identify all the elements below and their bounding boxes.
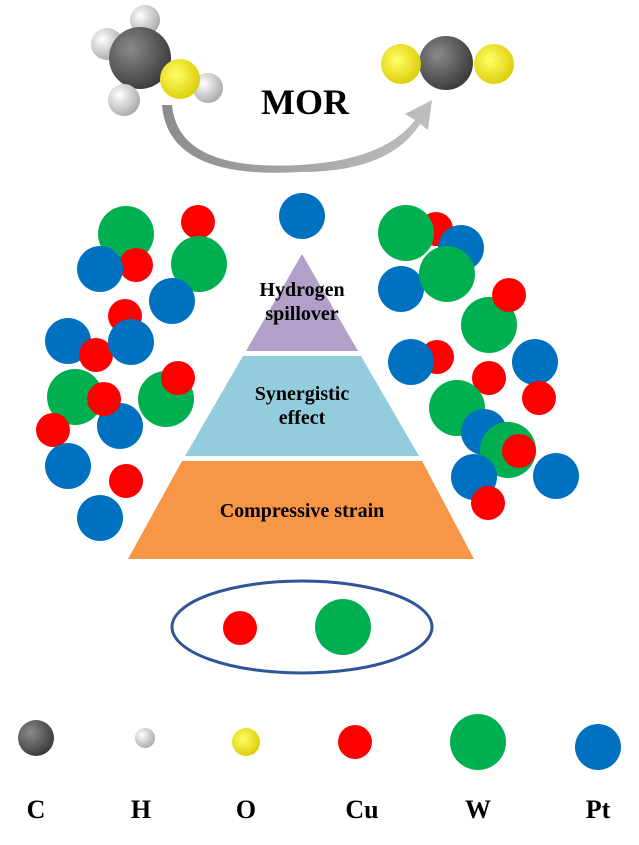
- pyramid-tier-compressive-strain: [128, 461, 474, 559]
- w-atom: [315, 599, 371, 655]
- w-atom: [378, 205, 434, 261]
- legend-cu-icon: [338, 725, 372, 759]
- co2-molecule: [381, 36, 514, 90]
- h-atom: [108, 84, 140, 116]
- c-atom: [419, 36, 473, 90]
- pt-atom: [279, 193, 325, 239]
- legend-c-icon: [18, 720, 54, 756]
- tier-label: effect: [279, 407, 326, 429]
- nanoparticle-atoms: [36, 193, 579, 541]
- legend: C H O Cu W Pt: [18, 714, 621, 824]
- methanol-molecule: [91, 5, 223, 116]
- o-atom: [381, 44, 421, 84]
- pt-atom: [388, 339, 434, 385]
- w-atom: [171, 236, 227, 292]
- pt-atom: [77, 495, 123, 541]
- legend-label: O: [236, 795, 256, 824]
- cu-atom: [502, 434, 536, 468]
- w-atom: [419, 246, 475, 302]
- legend-o-icon: [232, 728, 260, 756]
- tier-label: spillover: [265, 303, 338, 325]
- w-atom: [47, 369, 103, 425]
- cu-atom: [471, 486, 505, 520]
- cu-atom: [472, 361, 506, 395]
- h-atom: [193, 73, 223, 103]
- cu-atom: [492, 278, 526, 312]
- reaction-arrow: [162, 100, 432, 173]
- legend-label: Cu: [345, 795, 378, 824]
- pyramid-tier-hydrogen-spillover: [246, 254, 358, 351]
- cu-atom: [161, 361, 195, 395]
- cu-atom: [223, 611, 257, 645]
- pyramid-tier-synergistic-effect: [185, 356, 419, 456]
- reaction-label: MOR: [261, 82, 350, 122]
- legend-pt-icon: [575, 724, 621, 770]
- w-atom: [98, 206, 154, 262]
- legend-label: C: [27, 795, 46, 824]
- legend-label: W: [465, 795, 491, 824]
- cu-atom: [87, 382, 121, 416]
- tier-label: Synergistic: [255, 383, 350, 405]
- tier-label: Hydrogen: [259, 279, 344, 301]
- pt-atom: [149, 278, 195, 324]
- mechanism-pyramid: Hydrogen spillover Synergistic effect Co…: [128, 254, 474, 559]
- cu-atom: [181, 205, 215, 239]
- pt-atom: [533, 453, 579, 499]
- legend-h-icon: [135, 728, 155, 748]
- legend-label: H: [131, 795, 151, 824]
- cu-atom: [119, 248, 153, 282]
- tier-label: Compressive strain: [220, 500, 385, 522]
- cu-atom: [36, 413, 70, 447]
- o-atom: [160, 59, 200, 99]
- legend-w-icon: [450, 714, 506, 770]
- o-atom: [474, 44, 514, 84]
- alloy-ellipse: [170, 579, 434, 675]
- w-atom: [461, 297, 517, 353]
- cu-atom: [79, 338, 113, 372]
- legend-label: Pt: [586, 795, 611, 824]
- cu-atom: [109, 464, 143, 498]
- cu-atom: [522, 381, 556, 415]
- alloy-pair: [170, 579, 434, 675]
- pt-atom: [512, 339, 558, 385]
- pt-atom: [77, 246, 123, 292]
- pt-atom: [45, 443, 91, 489]
- pt-atom: [108, 319, 154, 365]
- pt-atom: [378, 266, 424, 312]
- c-atom: [109, 27, 171, 89]
